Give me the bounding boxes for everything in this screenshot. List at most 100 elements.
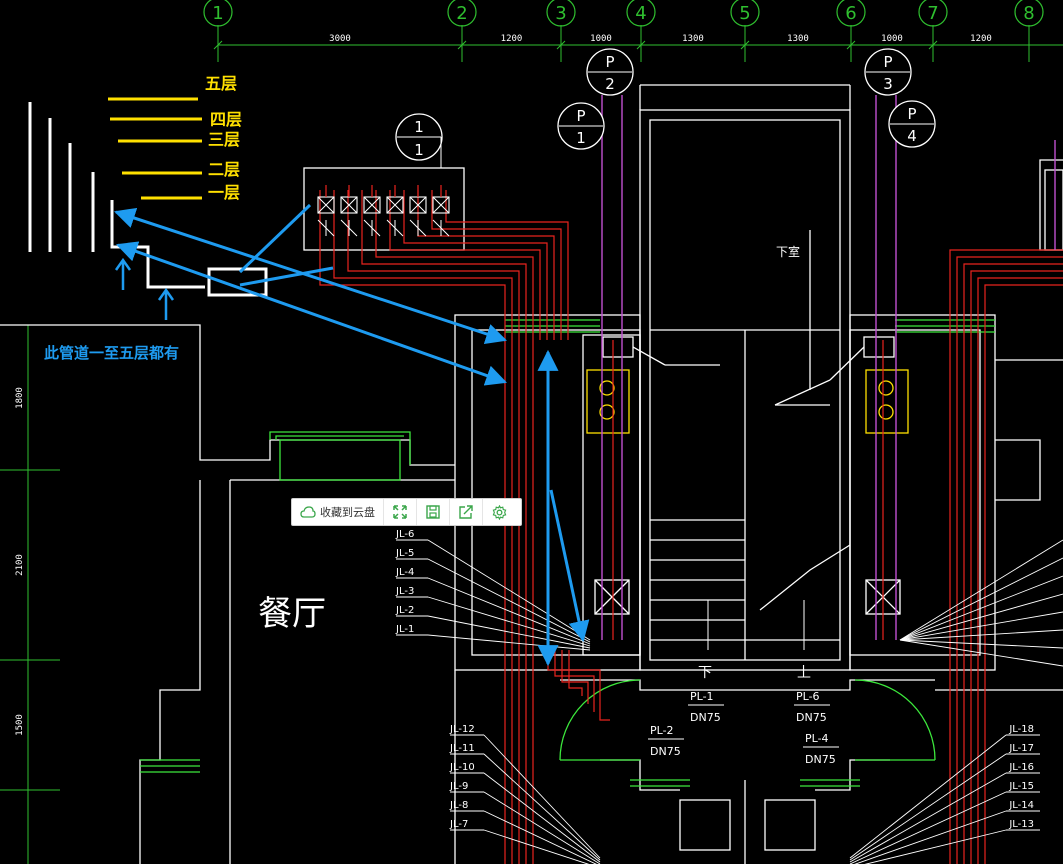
marker-top-text: P <box>605 53 614 71</box>
detail-marker-top: 1 <box>414 118 424 136</box>
jl-label: JL-18 <box>1008 724 1034 735</box>
axis-marker-2: 2 <box>447 0 477 27</box>
detail-marker: 11 <box>395 113 443 168</box>
floor-label: 二层 <box>208 160 240 179</box>
stair-down-label: 下 <box>698 665 712 681</box>
marker-top-text: P <box>907 105 916 123</box>
dimension-top-label: 1000 <box>881 34 903 44</box>
pl-dn: DN75 <box>650 745 681 758</box>
pipe-marker-p2: P2 <box>586 48 634 96</box>
jl-label: JL-9 <box>449 781 468 792</box>
pipe-annotation-text: 此管道一至五层都有 <box>44 344 179 362</box>
save-to-cloud-label: 收藏到云盘 <box>320 506 375 519</box>
axis-marker-1: 1 <box>203 0 233 27</box>
share-icon <box>459 505 473 519</box>
annotation-arrows <box>114 203 590 667</box>
pipe-marker-p3: P3 <box>864 48 912 96</box>
dimension-top-label: 1000 <box>590 34 612 44</box>
green-walls <box>140 319 995 787</box>
pl-name: PL-2 <box>650 724 674 737</box>
axis-label: 1 <box>212 3 223 24</box>
axis-marker-3: 3 <box>546 0 576 27</box>
axis-label: 2 <box>456 3 467 24</box>
jl-label: JL-17 <box>1008 743 1034 754</box>
detail-marker-bottom: 1 <box>414 141 424 159</box>
valve-row <box>317 185 450 237</box>
dimension-top-label: 1300 <box>682 34 704 44</box>
axis-marker-7: 7 <box>918 0 948 27</box>
floor-label: 五层 <box>205 74 237 93</box>
dimension-top-label: 3000 <box>329 34 351 44</box>
marker-top-text: P <box>883 53 892 71</box>
settings-button[interactable] <box>483 499 515 525</box>
jl-label: JL-5 <box>395 548 414 559</box>
pl-name: PL-6 <box>796 690 820 703</box>
room-down-label: 下室 <box>776 244 800 259</box>
expand-button[interactable] <box>384 499 417 525</box>
axis-marker-8: 8 <box>1014 0 1044 27</box>
jl-left-upper-group: JL-6JL-5JL-4JL-3JL-2JL-1 <box>395 529 591 651</box>
pipe-marker-p4: P4 <box>888 100 936 148</box>
jl-label: JL-16 <box>1008 762 1034 773</box>
jl-label: JL-13 <box>1008 819 1034 830</box>
floor-label: 一层 <box>208 183 240 202</box>
marker-top-text: P <box>576 107 585 125</box>
axis-label: 5 <box>739 3 750 24</box>
dimension-left-label: 1500 <box>15 714 25 736</box>
save-icon <box>426 505 440 519</box>
vent-boxes <box>586 369 909 434</box>
dimension-left-label: 1800 <box>15 387 25 409</box>
jl-label: JL-8 <box>449 800 468 811</box>
jl-label: JL-14 <box>1008 800 1034 811</box>
riser-sketch <box>28 102 268 297</box>
axis-label: 8 <box>1023 3 1034 24</box>
floor-level-lines <box>108 97 202 200</box>
axis-marker-6: 6 <box>836 0 866 27</box>
pl-name: PL-1 <box>690 690 714 703</box>
save-to-cloud-button[interactable]: 收藏到云盘 <box>292 499 384 525</box>
marker-bottom-text: 3 <box>883 75 893 93</box>
jl-label: JL-1 <box>395 624 414 635</box>
dimension-top-label: 1200 <box>501 34 523 44</box>
stair-up-label: 上 <box>797 665 811 681</box>
gear-icon <box>492 504 506 520</box>
jl-label: JL-7 <box>449 819 468 830</box>
axis-label: 6 <box>845 3 856 24</box>
dining-room-label: 餐厅 <box>258 594 326 634</box>
pl-dn: DN75 <box>690 711 721 724</box>
jl-label: JL-6 <box>395 529 414 540</box>
floor-label: 三层 <box>208 130 240 149</box>
jl-label: JL-15 <box>1008 781 1034 792</box>
jl-label: JL-2 <box>395 605 414 616</box>
jl-label: JL-3 <box>395 586 414 597</box>
up-arrow-icons <box>114 257 175 320</box>
pl-dn: DN75 <box>805 753 836 766</box>
expand-icon <box>393 505 407 519</box>
marker-bottom-text: 2 <box>605 75 615 93</box>
marker-bottom-text: 4 <box>907 127 917 145</box>
jl-label: JL-11 <box>449 743 475 754</box>
axis-label: 4 <box>635 3 646 24</box>
share-button[interactable] <box>450 499 483 525</box>
cloud-icon <box>300 506 316 518</box>
red-pipes <box>319 190 1063 864</box>
axis-marker-4: 4 <box>626 0 656 27</box>
dimension-top-label: 1300 <box>787 34 809 44</box>
walls <box>0 84 1063 864</box>
dimension-top-label: 1200 <box>970 34 992 44</box>
jl-label: JL-4 <box>395 567 414 578</box>
axis-label: 7 <box>927 3 938 24</box>
jl-label: JL-10 <box>449 762 475 773</box>
axis-label: 3 <box>555 3 566 24</box>
pl-name: PL-4 <box>805 732 829 745</box>
save-button[interactable] <box>417 499 450 525</box>
pipe-marker-p1: P1 <box>557 102 605 150</box>
jl-label: JL-12 <box>449 724 475 735</box>
